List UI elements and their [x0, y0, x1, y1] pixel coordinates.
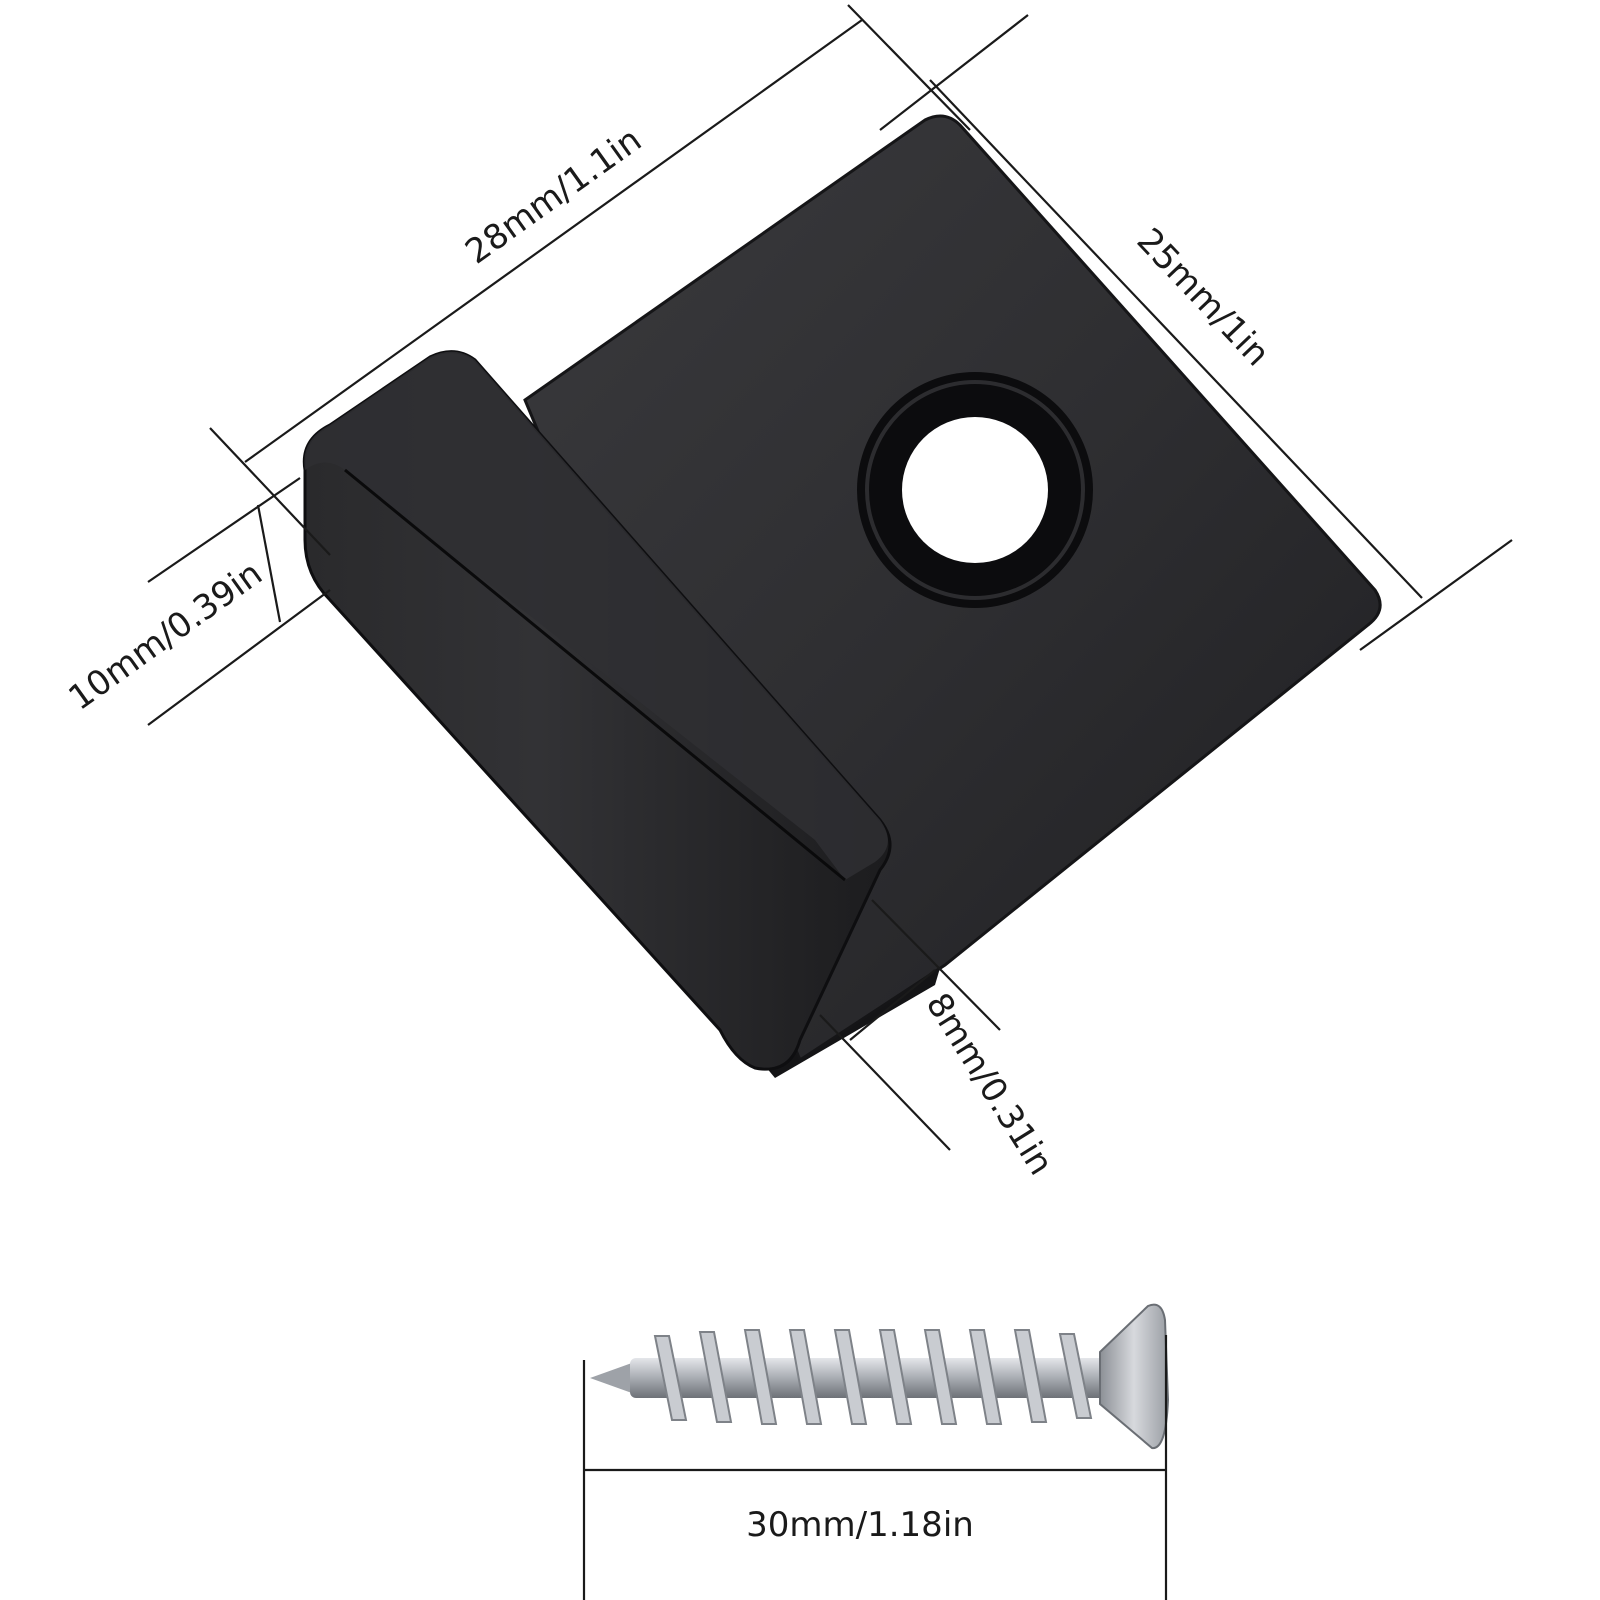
screw-hole-rim: [865, 380, 1085, 600]
extension-line: [1359, 539, 1513, 651]
extension-line: [871, 899, 1001, 1031]
extension-line: [847, 4, 971, 131]
screw-tip: [590, 1360, 640, 1396]
screw-hole: [902, 417, 1048, 563]
dimension-line: [929, 79, 1423, 599]
dimension-label-length: 28mm/1.1in: [458, 120, 649, 272]
decking-clip: [302, 114, 1382, 1078]
extension-line: [819, 1014, 951, 1151]
dimension-label-screw: 30mm/1.18in: [746, 1505, 974, 1545]
dimension-flange-height: 10mm/0.39in: [61, 477, 331, 726]
extension-line: [879, 14, 1029, 131]
dimension-line: [849, 969, 936, 1041]
dimension-label-flange: 10mm/0.39in: [61, 554, 269, 719]
screw-threads: [653, 1329, 1093, 1425]
dimension-line: [244, 19, 863, 463]
dimension-label-gap: 8mm/0.31in: [918, 986, 1061, 1182]
extension-line: [147, 589, 331, 726]
screw-head: [1099, 1303, 1170, 1449]
extension-line: [209, 427, 331, 556]
dimension-screw-length: 30mm/1.18in: [582, 1335, 1168, 1600]
clip-flange-top: [304, 351, 888, 881]
dimension-line: [256, 504, 282, 623]
screw: [590, 1303, 1170, 1449]
extension-line: [147, 477, 301, 583]
clip-fold-edge: [344, 468, 846, 882]
